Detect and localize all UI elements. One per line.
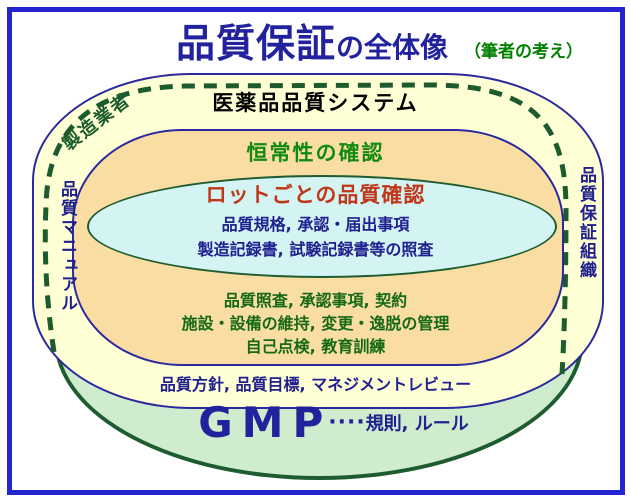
quality-policy-label: 品質方針, 品質目標, マネジメントレビュー bbox=[159, 375, 472, 394]
gmp-label: GMP bbox=[198, 398, 333, 447]
title-suffix-text: の全体像 bbox=[336, 31, 449, 64]
gmp-row: GMP····規則, ルール bbox=[0, 398, 631, 447]
title-main-text: 品質保証 bbox=[175, 22, 336, 67]
gmp-note: 規則, ルール bbox=[365, 413, 469, 435]
lot-title: ロットごとの品質確認 bbox=[205, 183, 426, 207]
title-author-note: （筆者の考え） bbox=[464, 42, 584, 62]
outer-frame-border bbox=[7, 7, 625, 495]
constancy-item-review: 品質照査, 承認事項, 契約 bbox=[223, 291, 408, 310]
constancy-item-facility: 施設・設備の維持, 変更・逸脱の管理 bbox=[181, 314, 450, 333]
lot-line-records: 製造記録書, 試験記録書等の照査 bbox=[197, 240, 434, 259]
gmp-dots-connector: ···· bbox=[328, 410, 366, 435]
constancy-item-selfcheck: 自己点検, 教育訓練 bbox=[245, 337, 386, 356]
page-title: 品質保証の全体像 （筆者の考え） bbox=[0, 13, 631, 69]
constancy-title: 恒常性の確認 bbox=[246, 141, 385, 165]
qa-organization-label: 品質保証組織 bbox=[576, 166, 596, 280]
lot-line-specs: 品質規格, 承認・届出事項 bbox=[221, 215, 410, 234]
